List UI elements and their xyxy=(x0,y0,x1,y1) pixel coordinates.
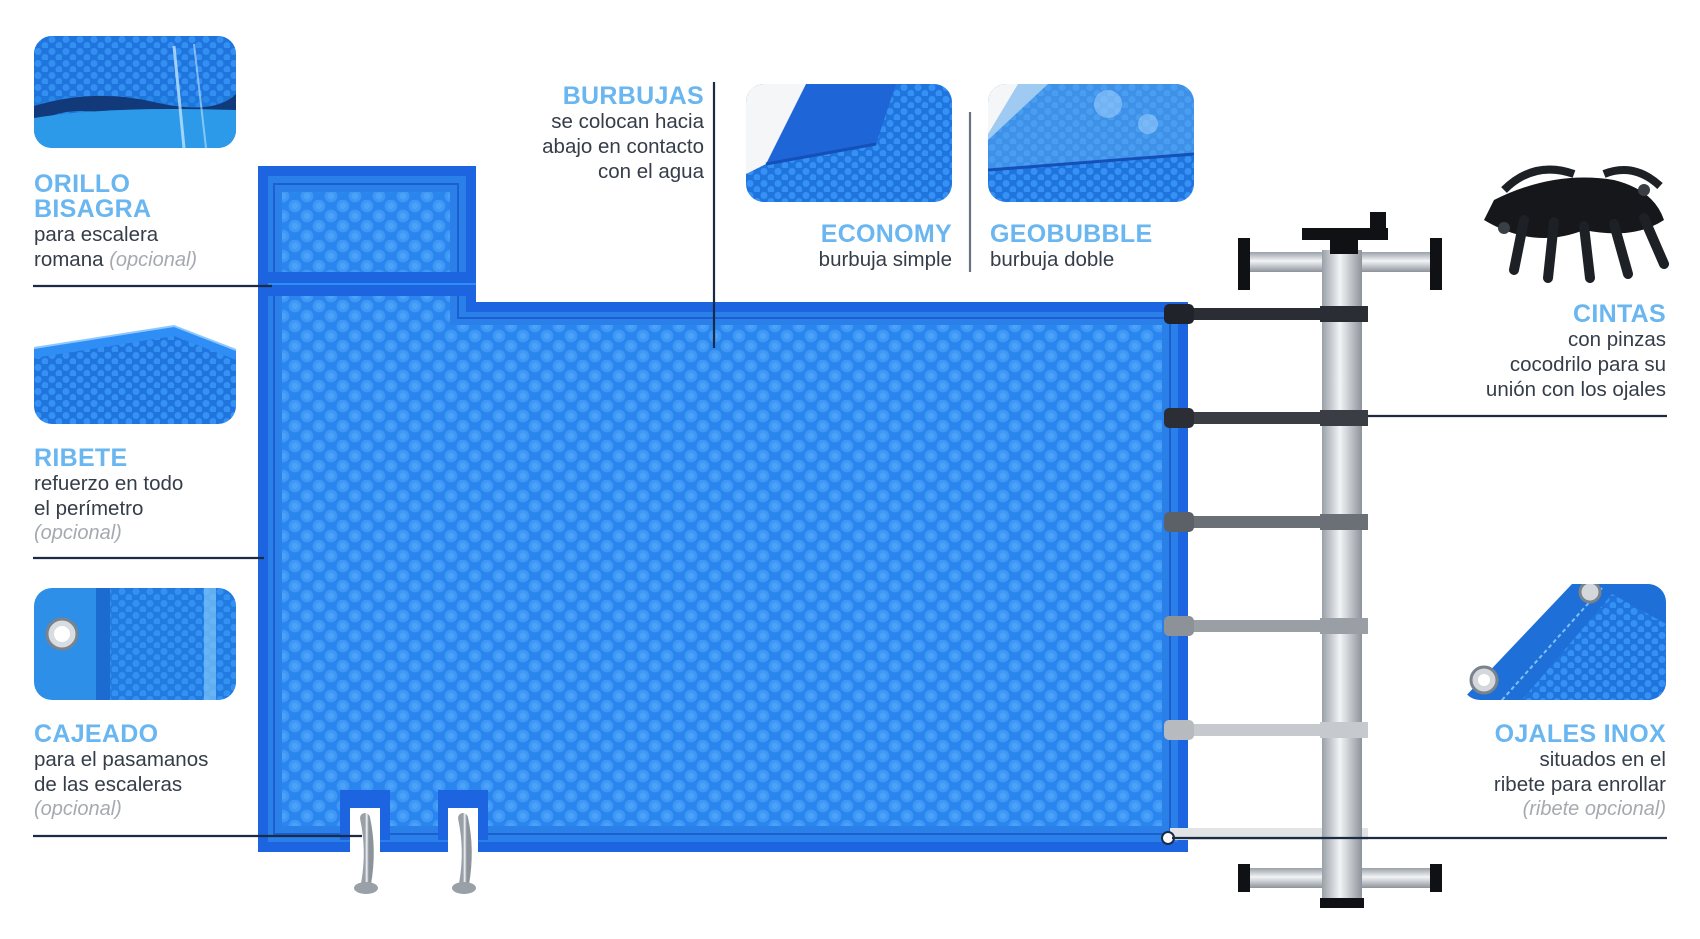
cajeado-title: CAJEADO xyxy=(34,720,159,748)
burbujas-desc: se colocan hacia xyxy=(551,110,704,133)
ojales-desc-2: ribete para enrollar xyxy=(1493,773,1666,796)
handrail-cutout-photo-icon xyxy=(34,588,236,700)
geobubble-title: GEOBUBBLE xyxy=(990,220,1153,248)
crocodile-clip-straps-photo-icon xyxy=(1464,160,1674,286)
ribete-desc: refuerzo en todo xyxy=(34,472,184,495)
ojales-title: OJALES INOX xyxy=(1494,720,1666,748)
burbujas-desc-3: con el agua xyxy=(597,160,704,183)
orillo-desc-text: romana xyxy=(34,248,104,271)
orillo-label: ORILLO BISAGRA para escalera romana (opc… xyxy=(34,172,197,273)
cintas-desc-3: unión con los ojales xyxy=(1485,378,1666,401)
geobubble-desc: burbuja doble xyxy=(990,248,1115,271)
burbujas-desc-2: abajo en contacto xyxy=(542,135,704,158)
ojales-label: OJALES INOX situados en el ribete para e… xyxy=(1494,722,1666,822)
economy-label: ECONOMY burbuja simple xyxy=(819,222,952,272)
orillo-title: ORILLO xyxy=(34,170,131,198)
economy-desc: burbuja simple xyxy=(818,248,952,271)
cajeado-desc: para el pasamanos xyxy=(34,748,209,771)
handrail-icon xyxy=(354,813,476,894)
burbujas-label: BURBUJAS se colocan hacia abajo en conta… xyxy=(542,84,704,184)
pool-cover xyxy=(258,166,1188,852)
ribete-title: RIBETE xyxy=(34,444,128,472)
ribete-optional: (opcional) xyxy=(34,522,122,544)
burbujas-title: BURBUJAS xyxy=(562,82,704,110)
stainless-eyelet-photo-icon xyxy=(1462,584,1666,700)
cintas-desc: con pinzas xyxy=(1567,328,1666,351)
orillo-title-2: BISAGRA xyxy=(34,195,152,223)
orillo-desc: para escalera xyxy=(34,223,159,246)
geobubble-label: GEOBUBBLE burbuja doble xyxy=(990,222,1152,272)
perimeter-trim-photo-icon xyxy=(34,316,236,424)
ojales-optional: (ribete opcional) xyxy=(1522,798,1666,820)
cintas-label: CINTAS con pinzas cocodrilo para su unió… xyxy=(1486,302,1666,402)
cintas-desc-2: cocodrilo para su xyxy=(1509,353,1666,376)
double-bubble-photo-icon xyxy=(988,84,1194,202)
orillo-desc-2: romana (opcional) xyxy=(34,247,197,273)
single-bubble-photo-icon xyxy=(746,84,952,202)
cintas-title: CINTAS xyxy=(1573,300,1666,328)
cajeado-label: CAJEADO para el pasamanos de las escaler… xyxy=(34,722,208,822)
orillo-optional: (opcional) xyxy=(109,249,198,271)
cajeado-optional: (opcional) xyxy=(34,798,122,820)
economy-title: ECONOMY xyxy=(820,220,952,248)
ribete-desc-2: el perímetro xyxy=(34,497,144,520)
ribete-label: RIBETE refuerzo en todo el perímetro (op… xyxy=(34,446,183,546)
ojales-desc: situados en el xyxy=(1539,748,1666,771)
leader-lines xyxy=(33,82,1667,840)
cover-roller-icon xyxy=(1161,212,1442,908)
hinge-edge-photo-icon xyxy=(34,36,236,148)
cajeado-desc-2: de las escaleras xyxy=(34,773,183,796)
